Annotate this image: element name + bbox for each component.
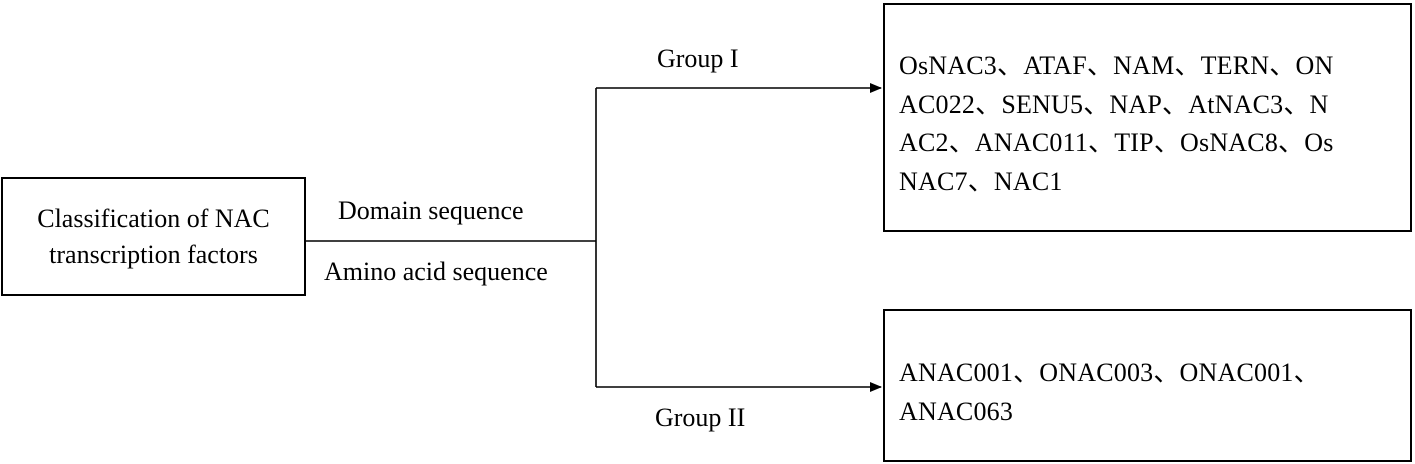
amino-acid-sequence-label: Amino acid sequence [324,257,548,286]
group-2-box: ANAC001、ONAC003、ONAC001、 ANAC063 [883,309,1412,462]
group-2-members: ANAC001、ONAC003、ONAC001、 ANAC063 [899,358,1320,426]
group-1-box: OsNAC3、ATAF、NAM、TERN、ON AC022、SENU5、NAP、… [883,3,1412,232]
group-1-label: Group I [657,44,739,73]
group-1-members: OsNAC3、ATAF、NAM、TERN、ON AC022、SENU5、NAP、… [899,51,1334,196]
root-node-label: Classification of NAC transcription fact… [37,203,270,269]
domain-sequence-label: Domain sequence [338,196,524,225]
group-2-label: Group II [655,403,746,432]
root-node-box: Classification of NAC transcription fact… [1,177,306,296]
